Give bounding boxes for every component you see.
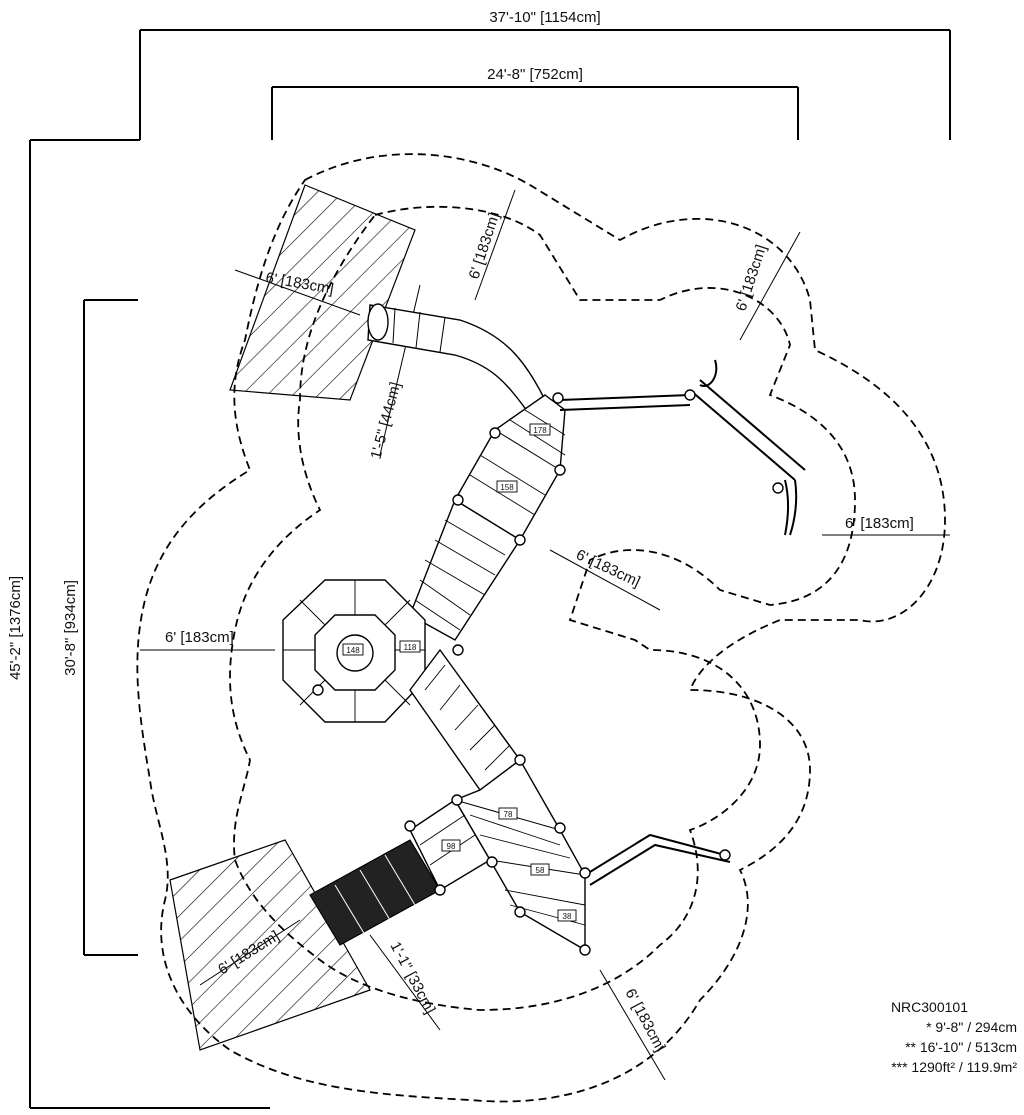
- slide-runout-zone-top: [229, 184, 416, 401]
- deck-height-tag: 98: [447, 842, 456, 851]
- upper-climber: [559, 359, 806, 536]
- lower-bridge: [409, 648, 521, 791]
- upper-bridge: [409, 498, 521, 641]
- support-posts: [312, 389, 784, 956]
- deck-height-tags: 178 158 148 118 98 78 58 38: [342, 423, 577, 922]
- deck-height-tag: 78: [504, 810, 513, 819]
- fall-height: * 9'-8" / 294cm: [926, 1019, 1017, 1035]
- deck-height-tag: 38: [563, 912, 572, 921]
- clearance-label: 6' [183cm]: [845, 515, 914, 532]
- clearance-label: 6' [183cm]: [733, 243, 770, 314]
- use-zone-inner: [229, 205, 856, 1011]
- clearance-label: 6' [183cm]: [165, 629, 234, 646]
- model-number: NRC300101: [891, 999, 968, 1015]
- structure-width-dimension: 24'-8" [752cm]: [271, 66, 799, 140]
- structure-depth-dimension: 30'-8" [934cm]: [62, 299, 138, 956]
- overall-width-label: 37'-10" [1154cm]: [489, 9, 600, 26]
- clearance-label: 6' [183cm]: [621, 986, 668, 1055]
- overall-width-dimension: 37'-10" [1154cm]: [30, 9, 951, 141]
- lower-climber: [584, 833, 731, 886]
- deck-height-tag: 118: [404, 643, 417, 652]
- deck-height-tag: 178: [533, 426, 547, 435]
- slide-top-width-label: 1'-5" [44cm]: [367, 380, 404, 461]
- spec-block: NRC300101 * 9'-8" / 294cm ** 16'-10" / 5…: [891, 999, 1017, 1075]
- slide-runout-zone-bottom: [169, 839, 371, 1051]
- deck-height-tag: 158: [500, 483, 514, 492]
- use-zone-outer: [136, 153, 946, 1103]
- overall-depth-dimension: 45'-2" [1376cm]: [7, 140, 270, 1109]
- overall-depth-label: 45'-2" [1376cm]: [7, 576, 24, 680]
- clearance-arrows: [140, 189, 950, 1081]
- lower-deck-structure: [409, 758, 586, 952]
- deck-height-tag: 148: [346, 646, 360, 655]
- use-zone-area: *** 1290ft² / 119.9m²: [891, 1059, 1017, 1075]
- deck-height-tag: 58: [536, 866, 545, 875]
- structure-depth-label: 30'-8" [934cm]: [62, 580, 79, 676]
- structure-width-label: 24'-8" [752cm]: [487, 66, 583, 83]
- overall-height: ** 16'-10" / 513cm: [905, 1039, 1017, 1055]
- clearance-label: 6' [183cm]: [466, 211, 503, 282]
- slide-bottom-width-label: 1'-1" [33cm]: [386, 939, 438, 1017]
- bottom-slide: [309, 839, 441, 946]
